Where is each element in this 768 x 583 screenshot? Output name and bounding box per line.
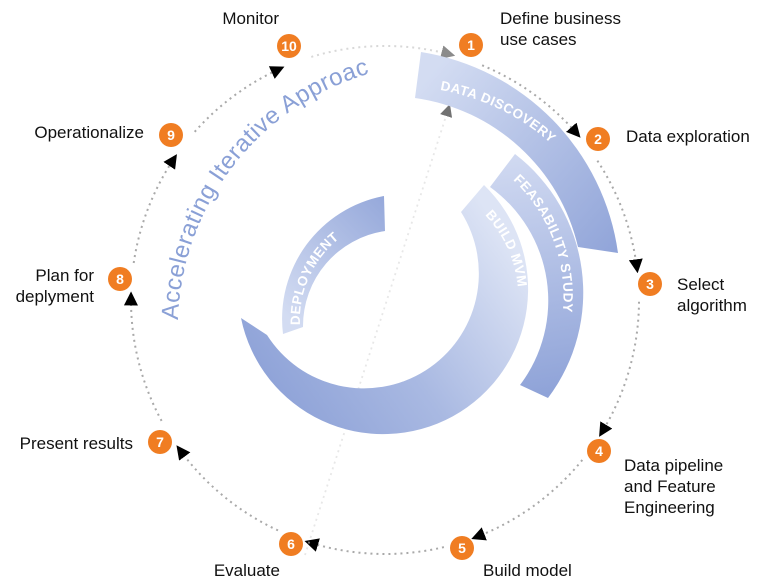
cycle-arrow-2 xyxy=(596,160,643,274)
cycle-arrow-6 xyxy=(176,445,279,532)
step-label: deplyment xyxy=(16,287,95,306)
cycle-steps: 1 Define business use cases 2 Data explorati… xyxy=(16,9,750,580)
cycle-arrow-4 xyxy=(471,459,584,541)
step-number: 4 xyxy=(595,443,603,459)
step-label: Operationalize xyxy=(34,123,144,142)
step-number: 10 xyxy=(281,38,297,54)
step-number: 5 xyxy=(458,540,466,556)
step-label: Build model xyxy=(483,561,572,580)
phase-arc-build-mvm xyxy=(241,185,529,435)
step-7: 7 Present results xyxy=(20,430,172,454)
step-number: 3 xyxy=(646,276,654,292)
cycle-arrow-3 xyxy=(599,301,640,437)
step-label: Data pipeline xyxy=(624,456,723,475)
step-badge xyxy=(108,267,132,291)
step-9: 9 Operationalize xyxy=(34,123,183,147)
step-1: 1 Define business use cases xyxy=(459,9,621,57)
step-number: 8 xyxy=(116,271,124,287)
step-badge xyxy=(586,127,610,151)
step-label: Engineering xyxy=(624,498,715,517)
step-3: 3 Select algorithm xyxy=(638,272,747,315)
step-label: Define business xyxy=(500,9,621,28)
step-badge xyxy=(638,272,662,296)
step-badge xyxy=(587,439,611,463)
step-badge xyxy=(279,532,303,556)
step-badge xyxy=(159,123,183,147)
phase-arc-deployment xyxy=(282,196,385,334)
step-label: Evaluate xyxy=(214,561,280,580)
phase-arc-feasability-study xyxy=(490,154,584,398)
cycle-ring xyxy=(123,44,643,555)
step-label: Plan for xyxy=(35,266,94,285)
phase-arc-data-discovery xyxy=(415,52,618,253)
step-label: Monitor xyxy=(222,9,279,28)
step-label: Select xyxy=(677,275,725,294)
step-badge xyxy=(450,536,474,560)
step-number: 9 xyxy=(167,127,175,143)
step-8: 8 Plan for deplyment xyxy=(16,266,132,306)
step-label: and Feature xyxy=(624,477,716,496)
cycle-arrow-7 xyxy=(123,291,163,422)
cycle-arrow-5 xyxy=(304,538,445,555)
step-badge xyxy=(148,430,172,454)
step-badge xyxy=(459,33,483,57)
step-number: 6 xyxy=(287,536,295,552)
step-label: use cases xyxy=(500,30,577,49)
step-2: 2 Data exploration xyxy=(586,127,750,151)
step-label: Data exploration xyxy=(626,127,750,146)
step-number: 2 xyxy=(594,131,602,147)
step-number: 7 xyxy=(156,434,164,450)
cycle-arrow-8 xyxy=(132,154,177,264)
step-label: algorithm xyxy=(677,296,747,315)
step-badge xyxy=(277,34,301,58)
center-axis-line xyxy=(304,104,453,556)
step-number: 1 xyxy=(467,37,475,53)
step-label: Present results xyxy=(20,434,133,453)
